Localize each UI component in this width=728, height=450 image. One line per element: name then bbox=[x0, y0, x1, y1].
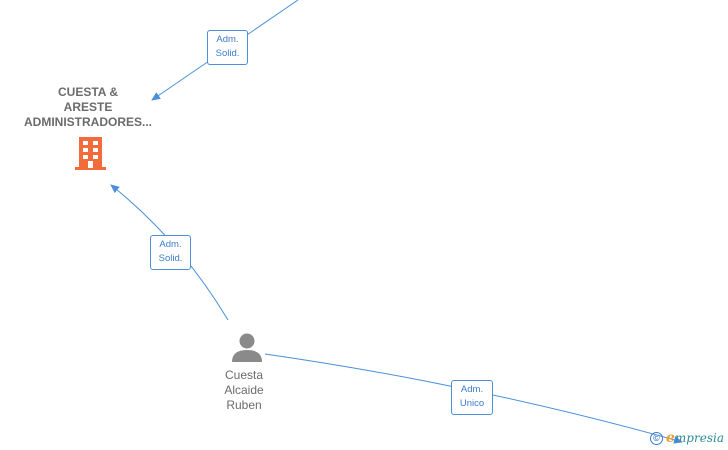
company-name-line-1: CUESTA & bbox=[58, 85, 118, 99]
person-icon[interactable] bbox=[232, 333, 262, 363]
edge-label-top[interactable]: Adm. Solid. bbox=[207, 30, 248, 65]
edge-label-person-right-line-2: Unico bbox=[459, 398, 485, 409]
brand-rest: mpresia bbox=[674, 431, 724, 445]
person-name-line-1: Cuesta bbox=[224, 368, 264, 382]
company-name-label[interactable]: CUESTA & ARESTE ADMINISTRADORES... bbox=[18, 85, 158, 130]
person-name-line-2: Alcaide bbox=[224, 383, 264, 397]
brand-logo: empresia bbox=[666, 430, 724, 446]
person-name-line-3: Ruben bbox=[226, 398, 262, 412]
edge-label-person-company[interactable]: Adm. Solid. bbox=[150, 235, 191, 270]
edge-label-person-company-line-1: Adm. bbox=[159, 239, 182, 250]
company-name-line-2: ARESTE bbox=[63, 100, 113, 114]
edge-label-person-right[interactable]: Adm. Unico bbox=[451, 380, 493, 415]
company-name-line-3: ADMINISTRADORES... bbox=[23, 115, 152, 129]
copyright-icon: © bbox=[650, 431, 663, 445]
edge-label-person-company-line-2: Solid. bbox=[158, 253, 183, 264]
empresia-watermark: © empresia bbox=[650, 428, 724, 448]
person-name-label[interactable]: Cuesta Alcaide Ruben bbox=[204, 368, 284, 413]
building-icon[interactable] bbox=[75, 137, 106, 170]
edge-label-top-line-2: Solid. bbox=[215, 48, 240, 59]
brand-initial: e bbox=[666, 430, 675, 446]
edge-label-person-right-line-1: Adm. bbox=[460, 384, 484, 395]
edge-label-top-line-1: Adm. bbox=[216, 34, 239, 45]
